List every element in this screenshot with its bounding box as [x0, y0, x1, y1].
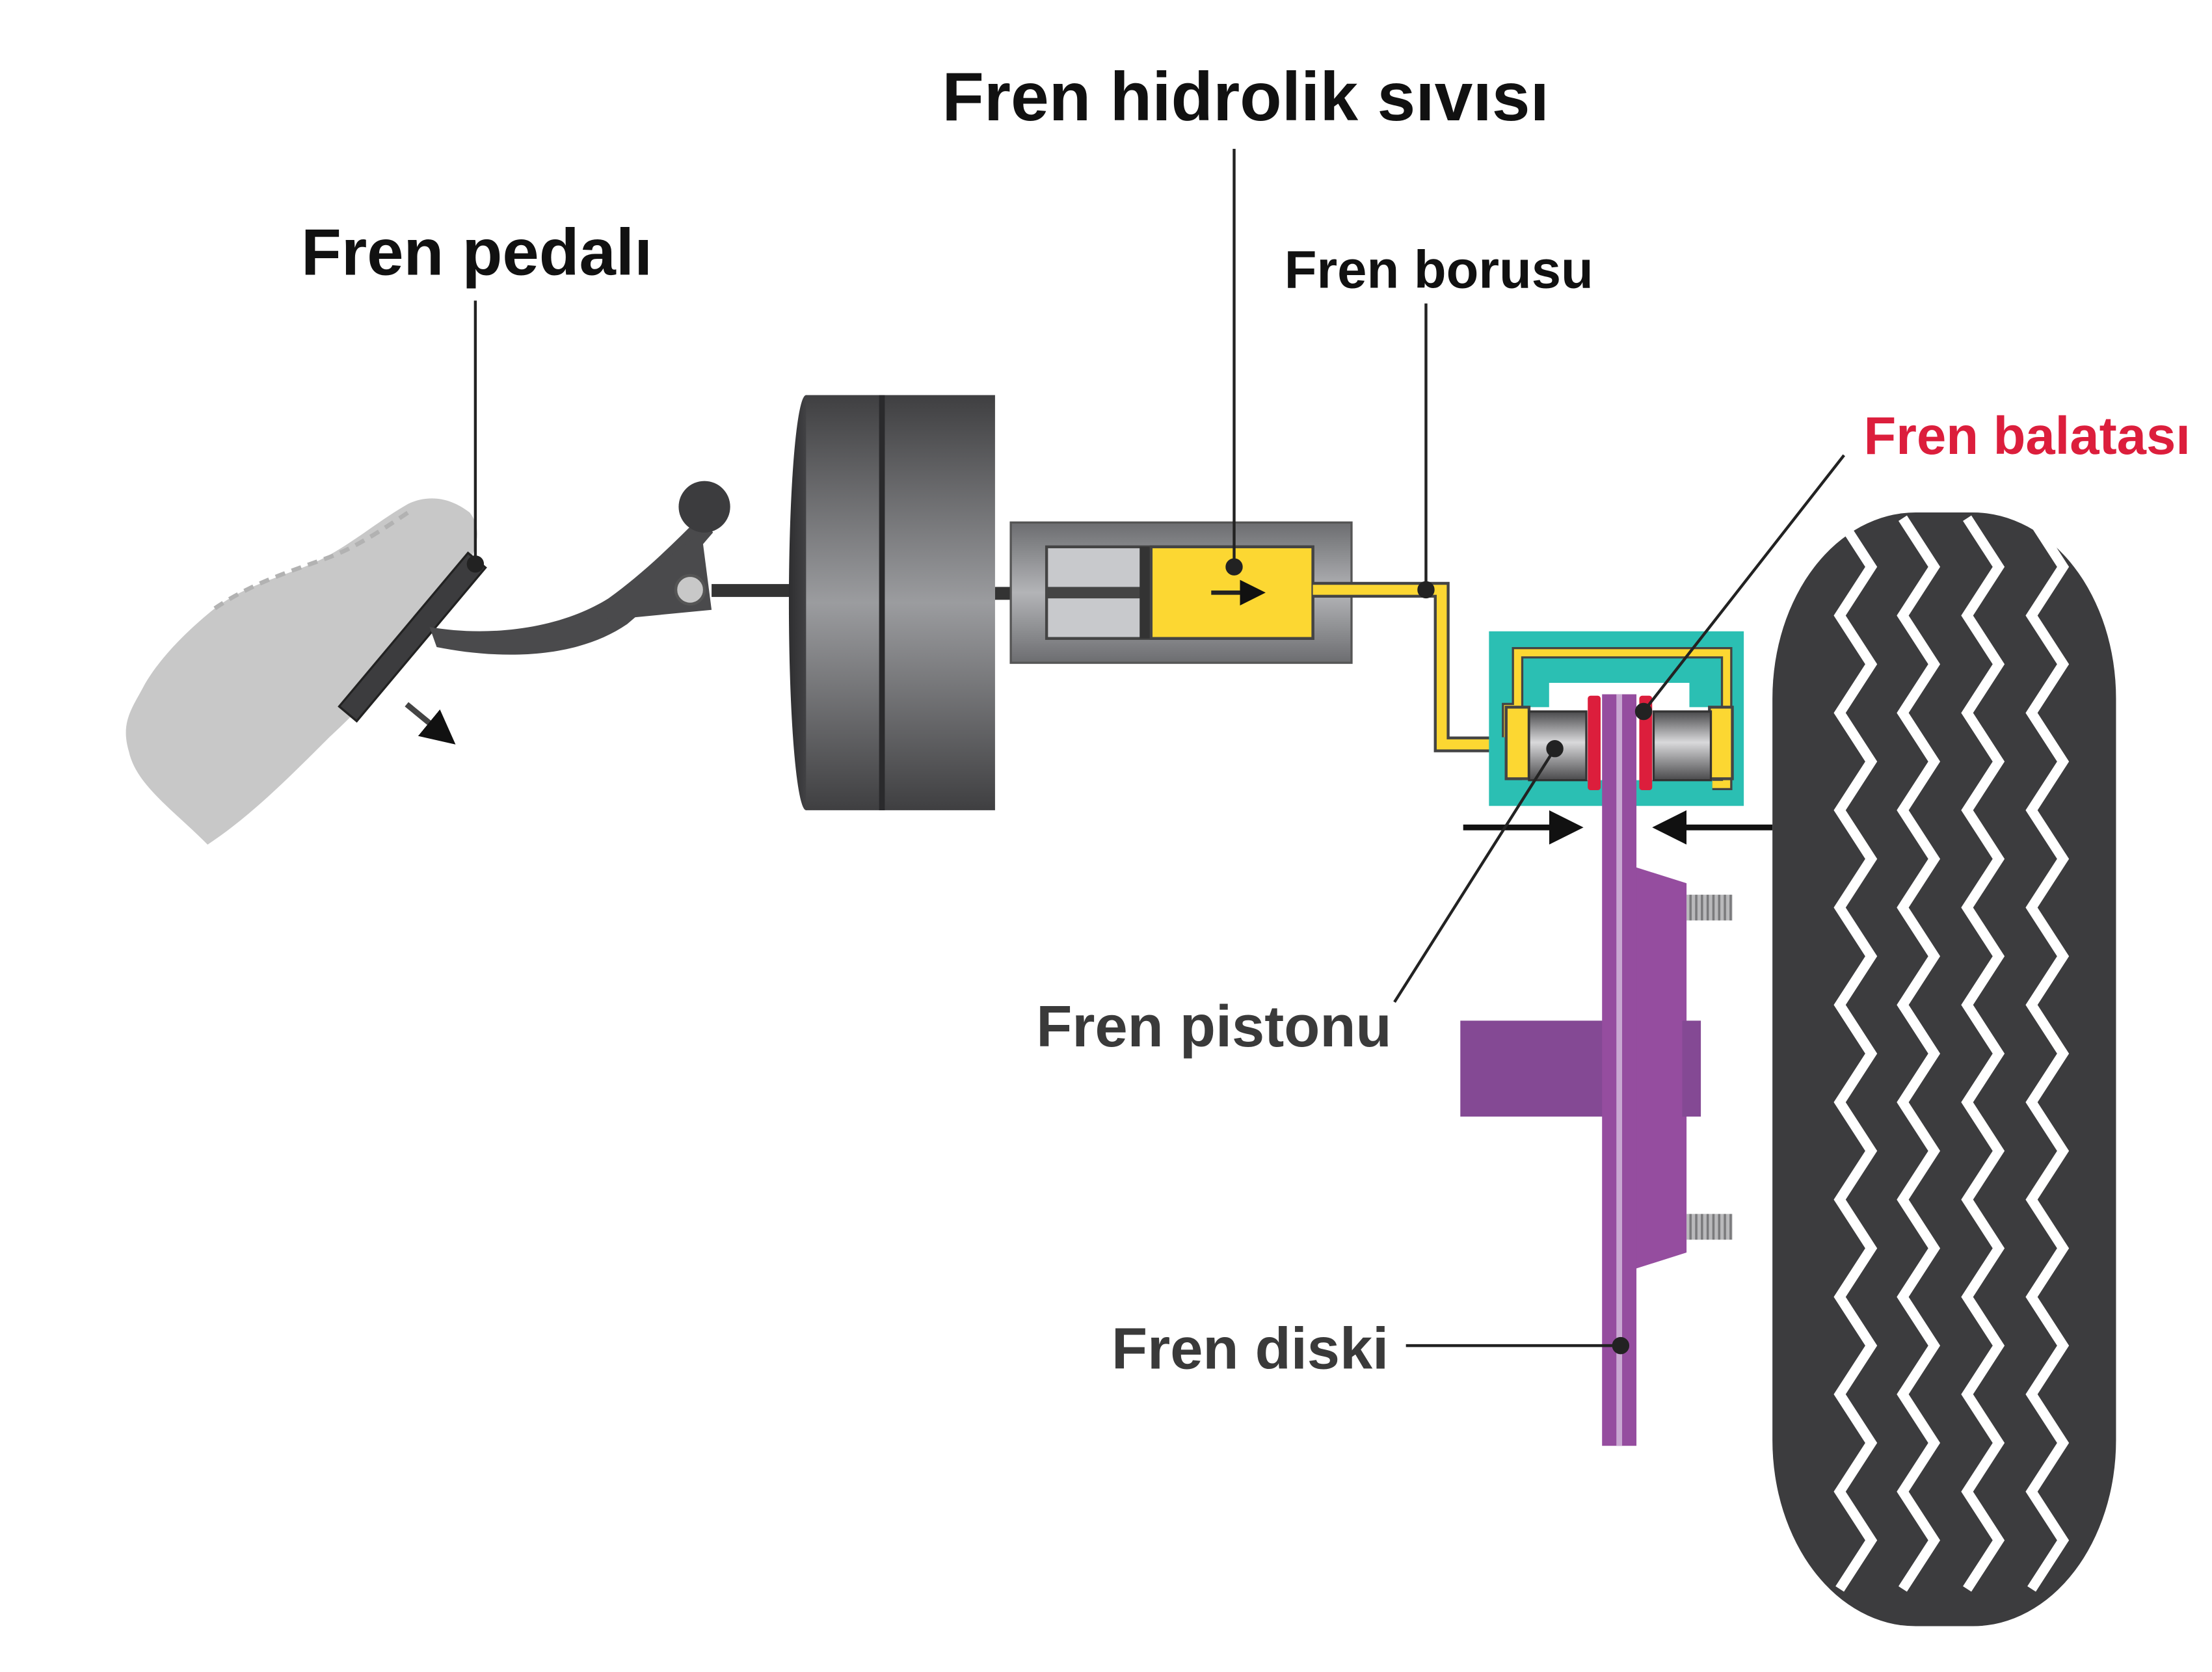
tread-groove-1 [1833, 515, 1878, 1592]
tire [1772, 512, 2116, 1626]
label-brake-pipe: Fren borusu [1285, 240, 1593, 299]
label-brake-disc: Fren diski [1112, 1316, 1389, 1381]
label-brake-pedal: Fren pedalı [301, 216, 652, 289]
leader-brake-disc-dot [1612, 1336, 1630, 1355]
tire-treads [1833, 515, 2070, 1592]
master-piston-rod [1046, 587, 1147, 599]
caliper-fluid-right [1708, 706, 1734, 780]
shoe-outline-detail [213, 507, 414, 611]
brake-pipe-fluid [1313, 585, 1518, 750]
master-piston [1139, 546, 1151, 639]
wheel-stud-top [1686, 894, 1733, 921]
axle [1460, 1020, 1604, 1117]
brake-disc-center [1616, 694, 1623, 1446]
shoe [126, 498, 477, 845]
label-brake-fluid: Fren hidrolik sıvısı [942, 59, 1549, 135]
tread-groove-4 [2025, 515, 2070, 1592]
pad-left [1588, 695, 1601, 791]
pushrod [712, 584, 801, 597]
pedal-direction-arrow [405, 702, 456, 745]
pedal-pivot-pin [674, 574, 706, 606]
axle-right [1682, 1020, 1701, 1117]
wheel-stud-bottom [1686, 1214, 1733, 1240]
leader-brake-fluid-dot [1225, 558, 1243, 576]
leader-brake-pad [1642, 454, 1845, 713]
leader-brake-piston-dot [1546, 740, 1564, 758]
leader-brake-pedal-dot [466, 555, 485, 573]
caliper-body [1489, 631, 1744, 806]
leader-lines [466, 148, 1845, 1355]
label-brake-pad: Fren balatası [1864, 406, 2191, 466]
leader-brake-pad-dot [1634, 702, 1653, 721]
tread-groove-3 [1961, 515, 2005, 1592]
piston-right [1652, 710, 1712, 782]
pedal-pivot-knob [678, 481, 730, 533]
tread-groove-2 [1897, 515, 1941, 1592]
hub-flange [1632, 866, 1687, 1270]
caliper-fluid-left [1504, 706, 1531, 780]
leader-brake-piston [1393, 748, 1556, 1003]
booster-body [806, 395, 995, 810]
leader-brake-pipe-dot [1417, 581, 1435, 599]
booster-seam [879, 395, 885, 810]
label-brake-piston: Fren pistonu [1036, 994, 1391, 1059]
